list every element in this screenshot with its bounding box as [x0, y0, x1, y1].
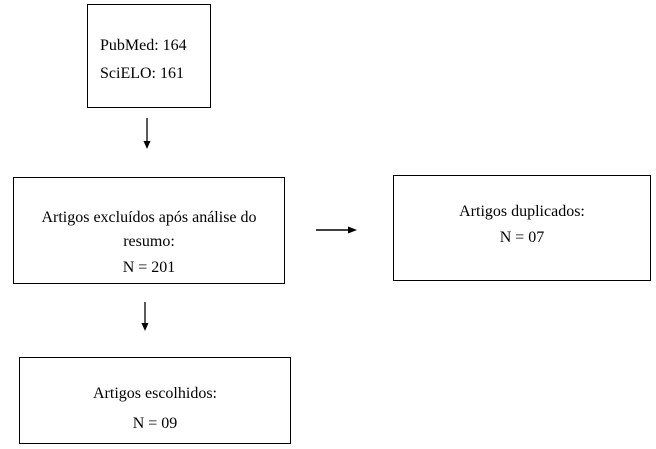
chosen-label: Artigos escolhidos:: [93, 385, 217, 402]
duplicate-articles-box: Artigos duplicados: N = 07: [393, 175, 651, 281]
pubmed-count: PubMed: 164: [100, 37, 187, 54]
chosen-count: N = 09: [132, 415, 178, 432]
scielo-count: SciELO: 161: [100, 65, 184, 82]
arrow-excluded-to-duplicates: [316, 226, 357, 234]
excluded-articles-box: Artigos excluídos após análise do resumo…: [13, 177, 285, 284]
excluded-label-line2: resumo:: [123, 233, 175, 250]
excluded-label-line1: Artigos excluídos após análise do: [41, 209, 257, 226]
excluded-count: N = 201: [122, 259, 176, 276]
duplicates-label: Artigos duplicados:: [459, 203, 585, 220]
arrow-sources-to-excluded: [143, 118, 151, 149]
duplicates-count: N = 07: [499, 229, 545, 246]
chosen-articles-box: Artigos escolhidos: N = 09: [19, 357, 291, 444]
arrow-excluded-to-chosen: [141, 302, 149, 331]
sources-box: PubMed: 164 SciELO: 161: [87, 4, 211, 108]
